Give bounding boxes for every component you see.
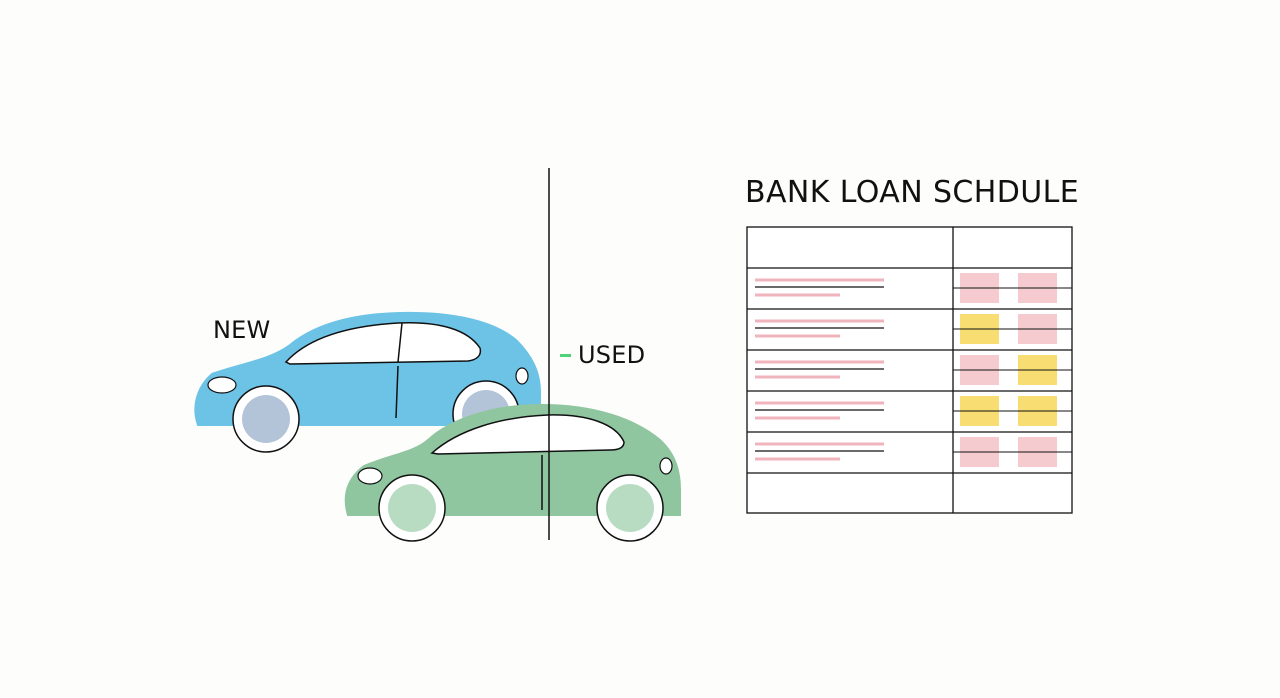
used-car [344,403,681,542]
used-car-windows [430,414,625,455]
loan-schedule-table [746,226,1073,514]
new-car-headlight [207,376,237,394]
new-car-taillight [515,367,529,385]
new-car-pillar [397,322,403,363]
table-row [747,355,1072,392]
used-car-label: USED [578,341,646,369]
table-row [747,396,1072,433]
used-dash-icon [560,353,571,357]
used-car-rear-hub [606,484,654,532]
used-car-front-hub [388,484,436,532]
table-row [747,437,1072,474]
used-car-taillight [659,457,673,475]
new-car-label: NEW [213,316,271,344]
used-car-headlight [357,467,383,485]
table-title: BANK LOAN SCHDULE [745,175,1080,210]
table-row [747,273,1072,310]
new-car-windows [284,321,482,365]
new-car-front-hub [242,395,290,443]
used-car-label-group: USED [560,341,645,369]
new-car-door-line [395,365,399,419]
table-row [747,314,1072,351]
table-rows [747,273,1072,474]
